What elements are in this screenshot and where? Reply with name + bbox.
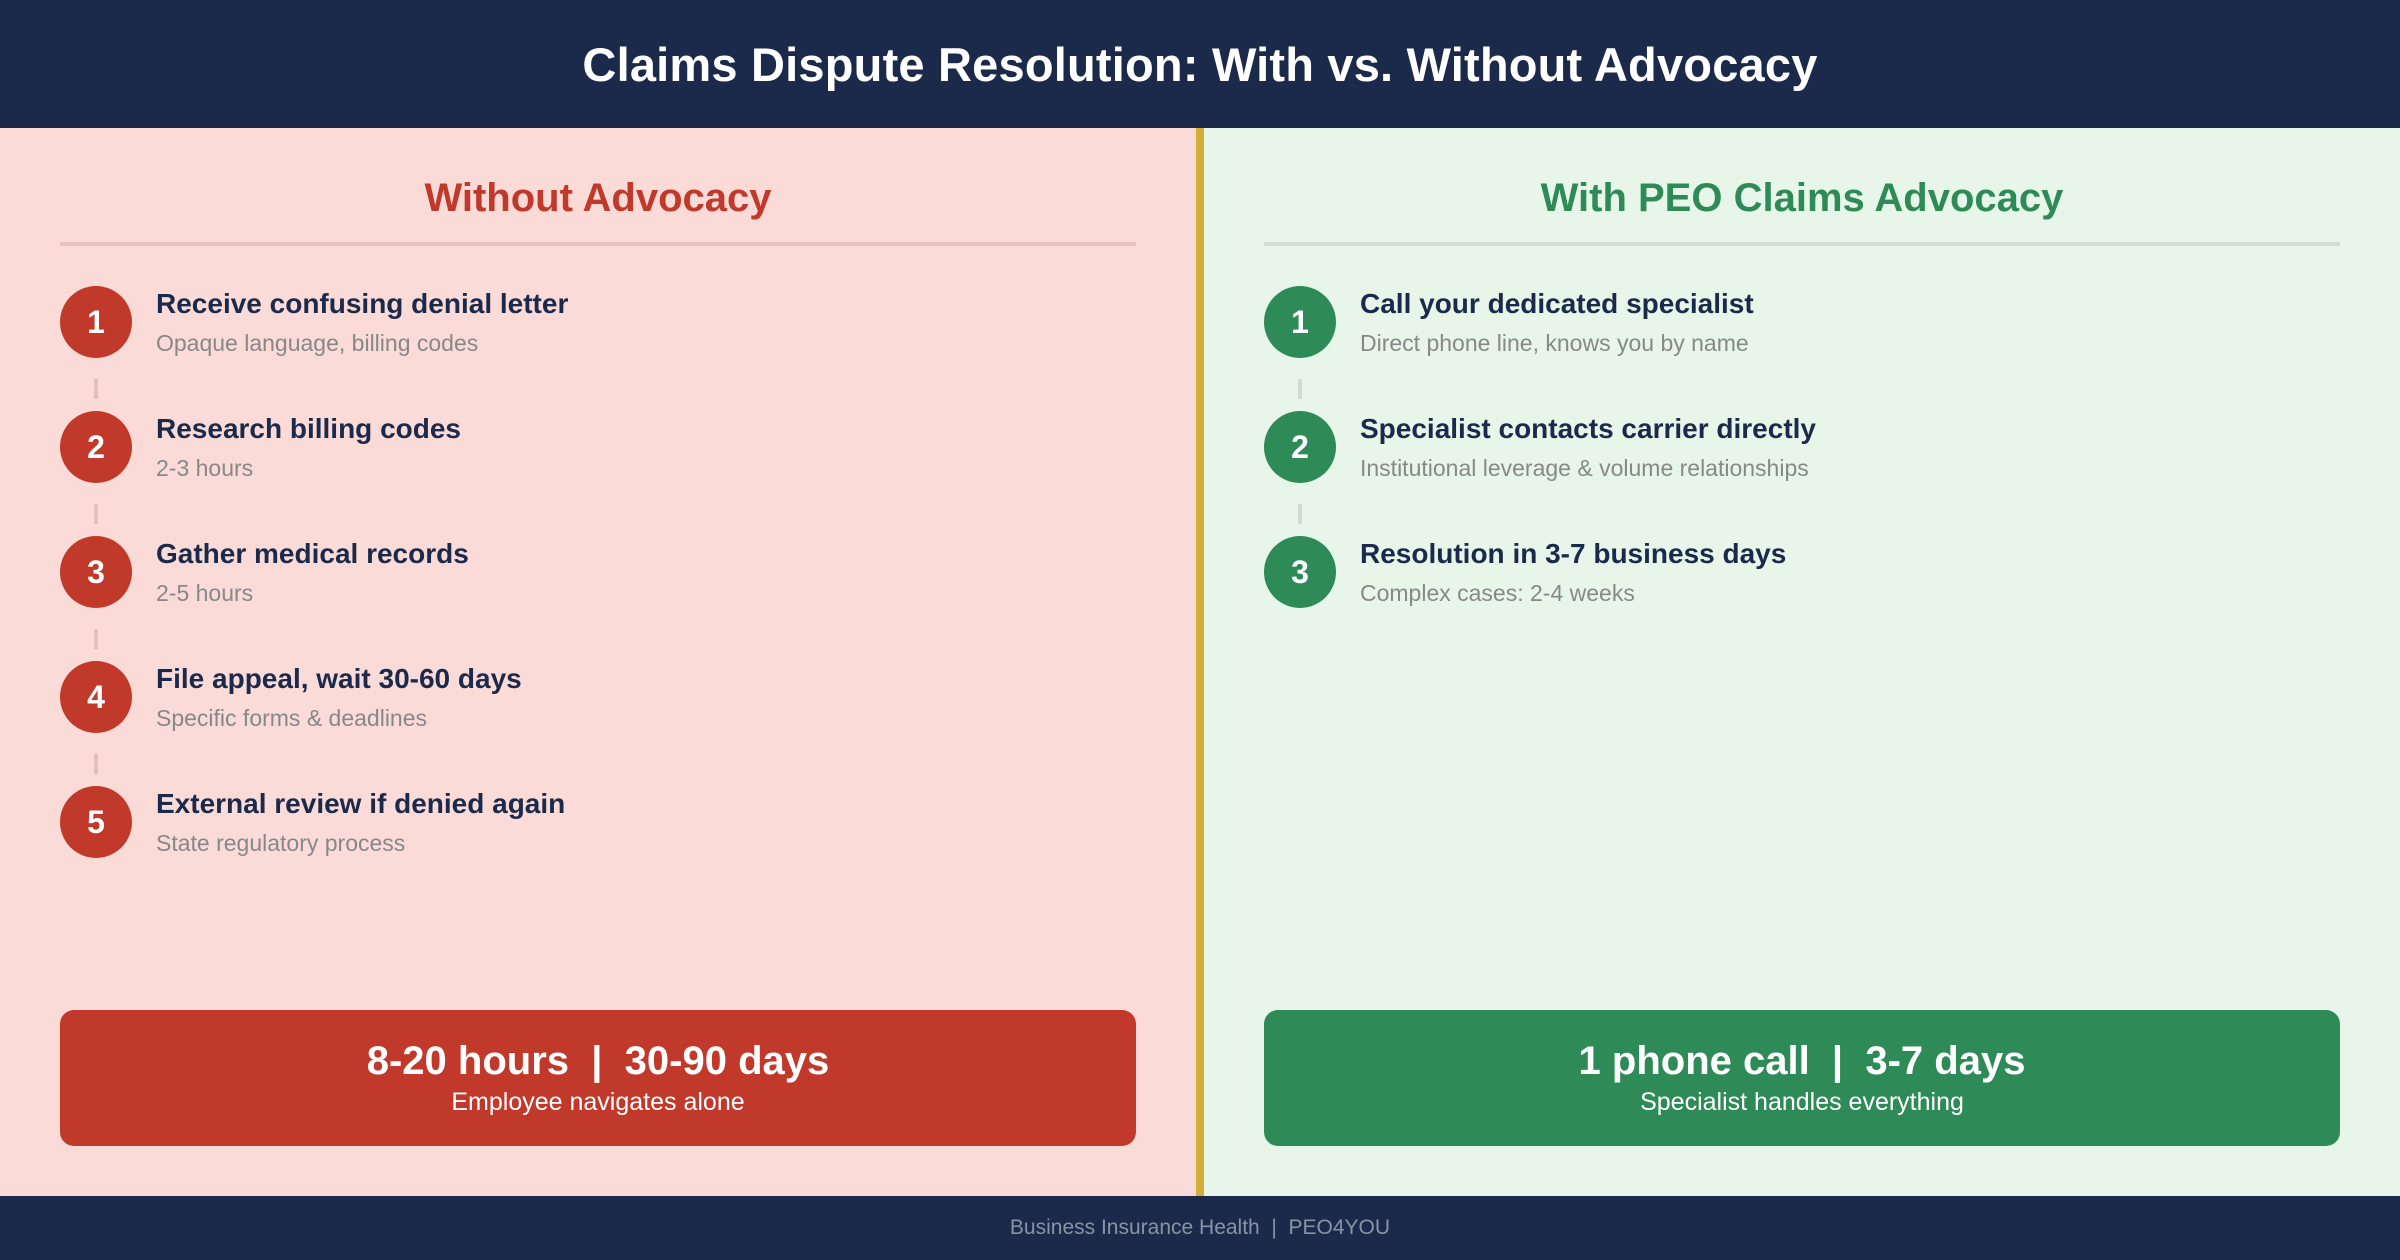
step-title: Receive confusing denial letter: [156, 288, 569, 319]
step-number-badge: 1: [60, 286, 132, 358]
with-advocacy-steps: 1 Call your dedicated specialist Direct …: [1264, 286, 2340, 661]
step-item: 2 Specialist contacts carrier directly I…: [1264, 411, 2340, 536]
step-number-badge: 3: [60, 536, 132, 608]
step-title: External review if denied again: [156, 788, 566, 819]
step-number-badge: 2: [60, 411, 132, 483]
step-title: Call your dedicated specialist: [1360, 288, 1754, 319]
step-title: Research billing codes: [156, 413, 461, 444]
panel-divider: [1196, 128, 1204, 1196]
with-advocacy-panel: With PEO Claims Advocacy 1 Call your ded…: [1204, 128, 2400, 1196]
page-title: Claims Dispute Resolution: With vs. With…: [582, 37, 1818, 91]
step-description: 2-5 hours: [156, 580, 254, 606]
step-connector: [94, 379, 98, 399]
without-advocacy-title: Without Advocacy: [424, 176, 772, 220]
step-number-badge: 3: [1264, 536, 1336, 608]
step-item: 5 External review if denied again State …: [60, 786, 1136, 911]
step-title: Gather medical records: [156, 538, 469, 569]
step-title: Specialist contacts carrier directly: [1360, 413, 1816, 444]
step-number-badge: 2: [1264, 411, 1336, 483]
without-advocacy-panel: Without Advocacy 1 Receive confusing den…: [0, 128, 1196, 1196]
step-description: Direct phone line, knows you by name: [1360, 330, 1749, 356]
with-advocacy-title: With PEO Claims Advocacy: [1540, 176, 2064, 220]
step-description: Opaque language, billing codes: [156, 330, 479, 356]
step-connector: [94, 504, 98, 524]
step-item: 1 Receive confusing denial letter Opaque…: [60, 286, 1136, 411]
step-number-badge: 4: [60, 661, 132, 733]
summary-metrics: 1 phone call | 3-7 days: [1578, 1039, 2026, 1083]
step-connector: [1298, 379, 1302, 399]
step-item: 3 Resolution in 3-7 business days Comple…: [1264, 536, 2340, 661]
step-description: Complex cases: 2-4 weeks: [1360, 580, 1635, 606]
step-description: Institutional leverage & volume relation…: [1360, 455, 1809, 481]
step-title: File appeal, wait 30-60 days: [156, 663, 522, 694]
step-item: 4 File appeal, wait 30-60 days Specific …: [60, 661, 1136, 786]
step-description: 2-3 hours: [156, 455, 254, 481]
step-title: Resolution in 3-7 business days: [1360, 538, 1787, 569]
step-description: Specific forms & deadlines: [156, 705, 428, 731]
step-connector: [94, 754, 98, 774]
comparison-panels: Without Advocacy 1 Receive confusing den…: [0, 128, 2400, 1196]
summary-caption: Specialist handles everything: [1640, 1088, 1964, 1116]
step-item: 2 Research billing codes 2-3 hours: [60, 411, 1136, 536]
summary-caption: Employee navigates alone: [451, 1088, 745, 1116]
without-advocacy-steps: 1 Receive confusing denial letter Opaque…: [60, 286, 1136, 911]
step-description: State regulatory process: [156, 830, 406, 856]
step-number-badge: 5: [60, 786, 132, 858]
step-item: 1 Call your dedicated specialist Direct …: [1264, 286, 2340, 411]
header-bar: Claims Dispute Resolution: With vs. With…: [0, 0, 2400, 128]
title-divider: [1264, 242, 2340, 246]
summary-metrics: 8-20 hours | 30-90 days: [366, 1039, 830, 1083]
footer-credit: Business Insurance Health | PEO4YOU: [1009, 1216, 1391, 1239]
step-connector: [1298, 504, 1302, 524]
without-advocacy-summary: 8-20 hours | 30-90 days Employee navigat…: [60, 1010, 1136, 1146]
step-connector: [94, 629, 98, 649]
title-divider: [60, 242, 1136, 246]
step-number-badge: 1: [1264, 286, 1336, 358]
with-advocacy-summary: 1 phone call | 3-7 days Specialist handl…: [1264, 1010, 2340, 1146]
footer-bar: Business Insurance Health | PEO4YOU: [0, 1196, 2400, 1260]
step-item: 3 Gather medical records 2-5 hours: [60, 536, 1136, 661]
